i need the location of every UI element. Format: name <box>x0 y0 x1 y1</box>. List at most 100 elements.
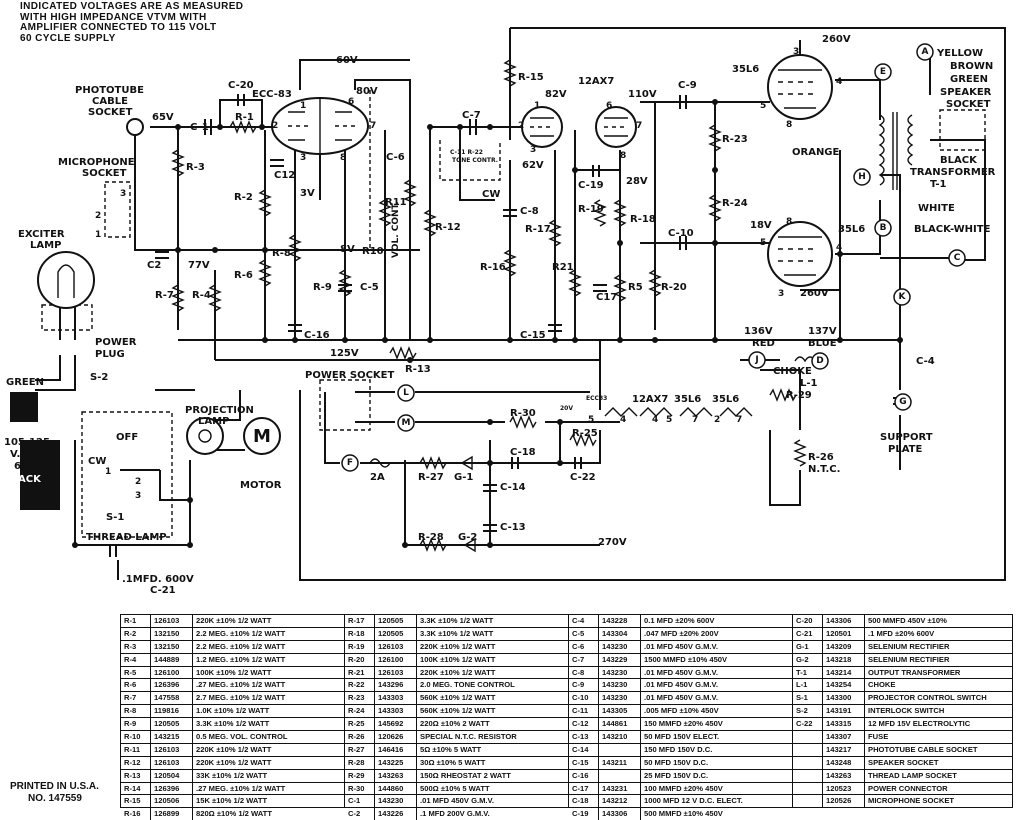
part-ref: C-17 <box>569 782 599 795</box>
part-description: OUTPUT TRANSFORMER <box>868 667 961 677</box>
node-f <box>341 454 359 472</box>
fuse-label: 2A <box>370 472 385 483</box>
part-description: .005 MFD ±10% 450V <box>644 706 719 716</box>
part-number: 120526 <box>823 795 865 808</box>
green2-label: GREEN <box>950 74 988 85</box>
part-description: 2.7 MEG. ±10% 1/2 WATT <box>196 693 286 703</box>
choke-label: CHOKE <box>773 366 812 377</box>
c15-label: C-15 <box>520 330 546 341</box>
part-description: .1 MFD 200V G.M.V. <box>420 809 490 819</box>
pin-label: 3 <box>135 491 141 501</box>
part-number: 143228 <box>599 615 641 627</box>
part-number: 143307 <box>823 731 865 743</box>
r1-label: R-1 <box>235 112 254 123</box>
pin-label: 2 <box>714 415 720 425</box>
support-plate-label: PLATE <box>888 444 922 455</box>
part-number: 143305 <box>599 705 641 718</box>
voltage: 77V <box>188 260 210 271</box>
part-description: SPECIAL N.T.C. RESISTOR <box>420 732 517 742</box>
pin-label: 1 <box>534 101 540 111</box>
node-m <box>397 414 415 432</box>
part-ref: C-14 <box>569 743 599 756</box>
part-ref: C-2 <box>345 808 375 820</box>
pin-label: 6 <box>348 97 354 107</box>
r28-label: R-28 <box>418 532 444 543</box>
part-ref: G-1 <box>793 640 823 653</box>
voltage: 18V <box>750 220 772 231</box>
part-number: 120505 <box>375 615 417 627</box>
part-number: 143304 <box>599 627 641 640</box>
part-ref: R-6 <box>121 679 151 692</box>
part-description: PROJECTOR CONTROL SWITCH <box>868 693 987 703</box>
part-description: 150 MFD 150V D.C. <box>644 744 713 754</box>
part-number: 143215 <box>151 731 193 743</box>
pin-label: 3 <box>530 145 536 155</box>
part-ref: R-9 <box>121 718 151 731</box>
node-e <box>874 63 892 81</box>
motor-label: MOTOR <box>240 480 282 491</box>
s2-label: S-2 <box>90 372 108 383</box>
part-ref: C-12 <box>569 718 599 731</box>
s1-label: S-1 <box>106 512 124 523</box>
phototube-label: PHOTOTUBE <box>75 85 144 96</box>
wire-black-label: BLACK <box>4 474 42 485</box>
part-ref: T-1 <box>793 666 823 679</box>
phototube-label: SOCKET <box>88 107 133 118</box>
part-ref: C-9 <box>569 679 599 692</box>
voltage: 136V <box>744 326 773 337</box>
part-number <box>599 743 641 756</box>
part-description: 30Ω ±10% 5 WATT <box>420 757 486 767</box>
part-number: 143300 <box>823 692 865 705</box>
node-c-label: C <box>954 253 961 263</box>
part-number: 143191 <box>823 705 865 718</box>
part-number: 126100 <box>375 653 417 666</box>
part-description: 220K ±10% 1/2 WATT <box>196 744 272 754</box>
c14-label: C-14 <box>500 482 526 493</box>
part-description: 5Ω ±10% 5 WATT <box>420 744 482 754</box>
junctions <box>72 99 903 548</box>
part-number: 126396 <box>151 679 193 692</box>
note-line: INDICATED VOLTAGES ARE AS MEASURED <box>20 1 244 12</box>
r20-label: R-20 <box>661 282 687 293</box>
node-g-label: G <box>899 397 906 407</box>
voltage: 28V <box>626 176 648 187</box>
pin-label: 2 <box>135 477 141 487</box>
part-ref: R-4 <box>121 653 151 666</box>
part-ref: R-2 <box>121 627 151 640</box>
r26-label: R-26 <box>808 452 834 463</box>
part-description: FUSE <box>868 732 889 742</box>
voltage: 260V <box>822 34 851 45</box>
node-h <box>853 168 871 186</box>
part-ref: R-13 <box>121 769 151 782</box>
part-description: 220Ω ±10% 2 WATT <box>420 719 490 729</box>
part-ref: R-19 <box>345 640 375 653</box>
voltage: 137V <box>808 326 837 337</box>
note-line: WITH HIGH IMPEDANCE VTVM WITH <box>20 11 207 23</box>
r26-label: N.T.C. <box>808 464 840 475</box>
pin-label: 4 <box>620 415 626 425</box>
part-number: 143217 <box>823 743 865 756</box>
tone-control-label: C-11 R-22 <box>450 149 483 156</box>
speaker-socket-label: SOCKET <box>946 99 991 110</box>
part-ref <box>793 782 823 795</box>
output-transformer <box>878 112 914 190</box>
pin-label: 1 <box>105 467 111 477</box>
pin-label: 7 <box>636 121 642 131</box>
pin-label: 5 <box>760 101 766 111</box>
node-h-label: H <box>858 172 866 182</box>
part-description: 3.3K ±10% 1/2 WATT <box>196 719 270 729</box>
part-number: 126103 <box>375 640 417 653</box>
